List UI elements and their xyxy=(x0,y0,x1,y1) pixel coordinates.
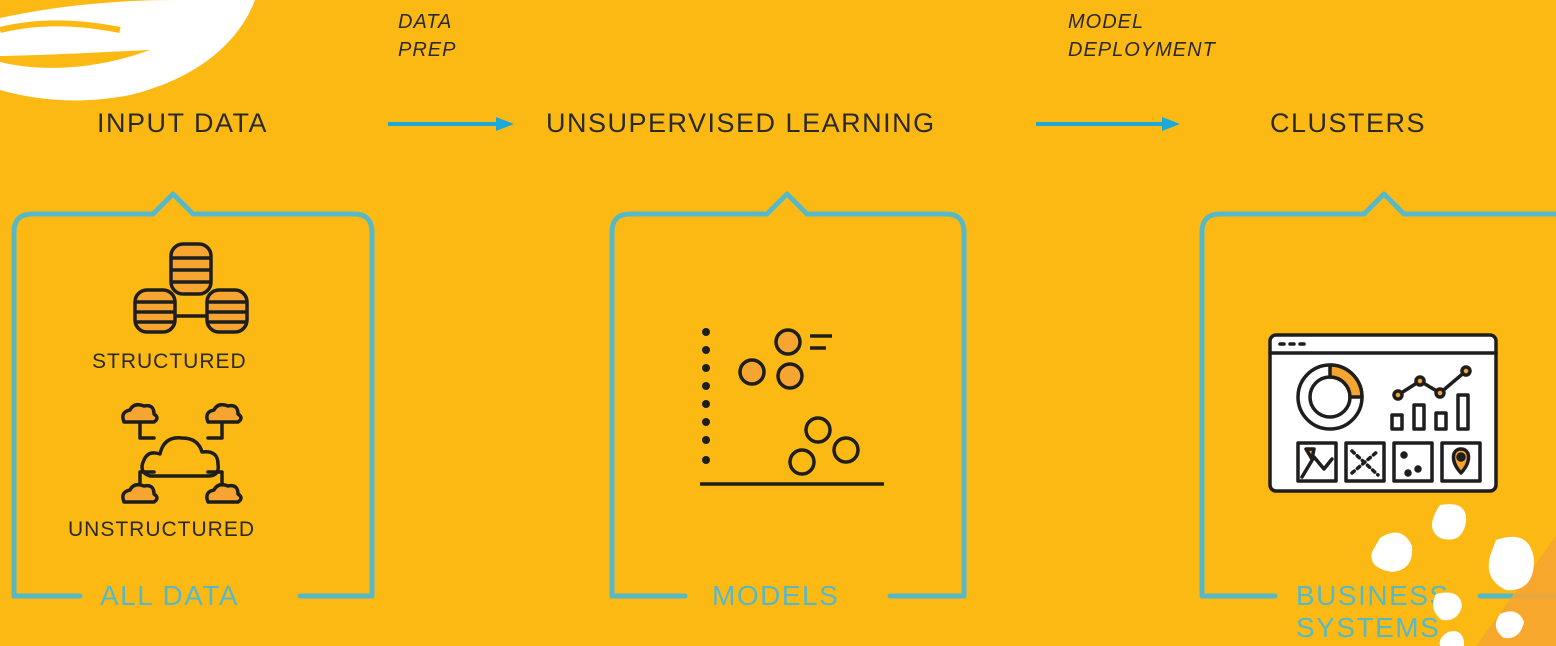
caption-business-systems: BUSINESS SYSTEMS xyxy=(1296,580,1450,643)
stage-label-data-prep: DATA PREP xyxy=(398,11,457,61)
dashboard-icon xyxy=(1268,333,1498,493)
cloud-network-icon xyxy=(121,402,243,504)
label-structured: STRUCTURED xyxy=(92,350,247,373)
swoosh-decoration xyxy=(0,0,255,101)
database-network-icon xyxy=(133,242,249,334)
step-clusters: CLUSTERS xyxy=(1270,108,1427,138)
step-input-data: INPUT DATA xyxy=(97,108,269,138)
stage-label-model-deployment: MODEL DEPLOYMENT xyxy=(1068,11,1216,61)
arrow-right-icon xyxy=(1036,117,1180,131)
caption-models: MODELS xyxy=(712,580,840,611)
scatter-plot-icon xyxy=(700,328,884,486)
arrow-right-icon xyxy=(388,117,514,131)
label-unstructured: UNSTRUCTURED xyxy=(68,518,255,541)
caption-all-data: ALL DATA xyxy=(100,580,240,611)
step-unsupervised-learning: UNSUPERVISED LEARNING xyxy=(546,108,936,138)
